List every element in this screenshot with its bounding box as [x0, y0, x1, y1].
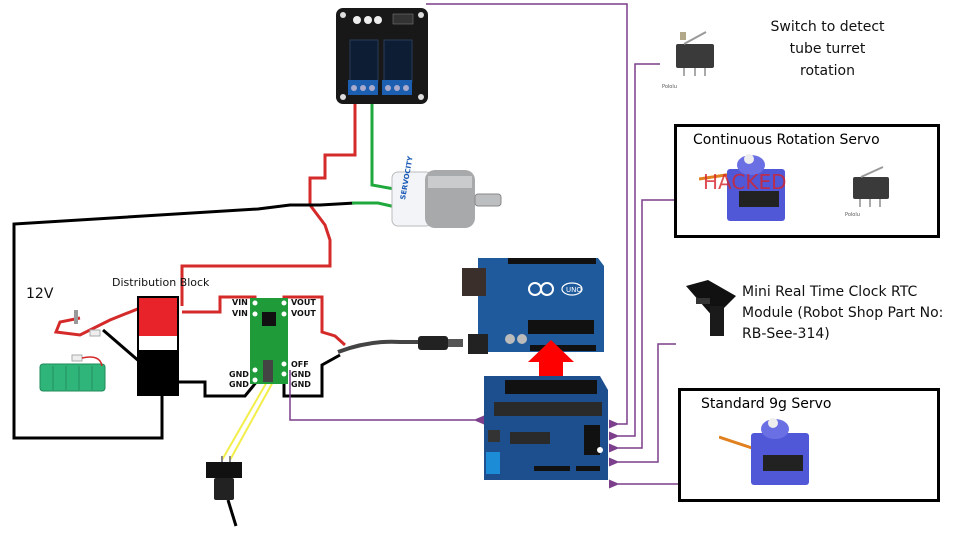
pin-gnd-1: GND	[229, 370, 249, 379]
battery-voltage-label: 12V	[26, 286, 54, 302]
voltage-regulator	[250, 298, 288, 384]
switch-rotation-label: Switch to detect tube turret rotation	[740, 16, 915, 82]
toggle-switch	[206, 456, 242, 500]
pin-vin-2: VIN	[232, 309, 248, 318]
signal-wires	[289, 3, 678, 489]
label-line: tube turret	[789, 41, 866, 57]
arduino-uno: UNO	[462, 258, 604, 354]
pin-vout-1: VOUT	[291, 298, 316, 307]
micro-switch-box	[853, 166, 889, 207]
relay-module	[336, 8, 428, 104]
switch-leads	[221, 379, 275, 461]
ground-wires	[12, 201, 356, 527]
rtc-module	[686, 280, 736, 336]
sensor-shield	[484, 376, 608, 480]
continuous-servo-title: Continuous Rotation Servo	[693, 132, 880, 148]
distribution-block	[137, 296, 179, 396]
hacked-stamp: HACKED	[703, 170, 787, 194]
standard-servo-title: Standard 9g Servo	[701, 396, 832, 412]
label-line: Module (Robot Shop Part No:	[742, 305, 944, 321]
standard-servo-image	[719, 418, 809, 485]
pin-gnd-3: GND	[291, 370, 311, 379]
label-line: Switch to detect	[770, 19, 885, 35]
continuous-servo-image: HACKED	[699, 154, 787, 221]
pin-off: OFF	[291, 360, 309, 369]
rtc-label: Mini Real Time Clock RTC Module (Robot S…	[742, 282, 960, 345]
continuous-servo-box: Continuous Rotation Servo HACKED Pololu	[674, 124, 940, 238]
pololu-mark-top: Pololu	[662, 84, 677, 90]
micro-switch-top	[676, 31, 714, 76]
arduino-uno-text: UNO	[566, 286, 582, 294]
label-line: RB-See-314)	[742, 326, 830, 342]
standard-servo-box: Standard 9g Servo	[678, 388, 940, 502]
pin-gnd-2: GND	[229, 380, 249, 389]
gear-motor: SERVOCITY	[391, 155, 502, 228]
pin-vin-1: VIN	[232, 298, 248, 307]
pololu-mark-box: Pololu	[845, 212, 860, 218]
dc-barrel-plug	[337, 336, 463, 354]
pin-vout-2: VOUT	[291, 309, 316, 318]
distribution-block-label: Distribution Block	[112, 276, 210, 289]
battery-pack	[39, 310, 106, 392]
label-line: rotation	[800, 63, 855, 79]
label-line: Mini Real Time Clock RTC	[742, 284, 918, 300]
pin-gnd-4: GND	[291, 380, 311, 389]
